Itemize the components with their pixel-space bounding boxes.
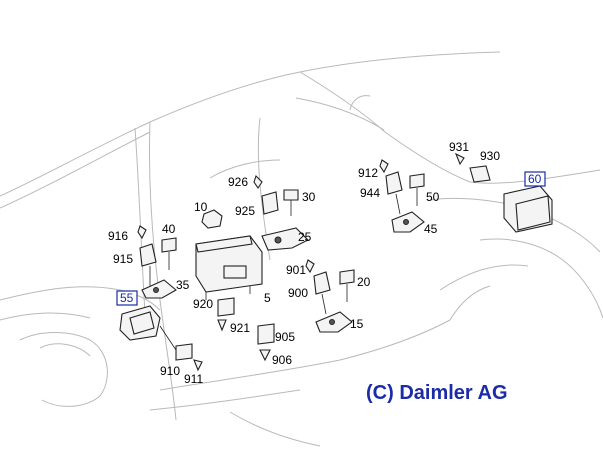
label-920: 920 [193,297,213,311]
label-35: 35 [176,278,190,292]
label-926: 926 [228,175,248,189]
label-20: 20 [357,275,371,289]
callout-labels: 5 10 15 20 25 30 35 40 45 50 55 60 900 9… [108,140,546,386]
bracket-35-group [137,225,177,299]
vehicle-outline [0,51,603,447]
label-905: 905 [275,330,295,344]
label-931: 931 [449,140,469,154]
bracket-25-group [253,174,309,251]
sensor-55-group [119,305,203,372]
label-901: 901 [286,263,306,277]
label-45: 45 [424,222,438,236]
label-60: 60 [528,172,542,186]
clips-920-905 [217,297,275,362]
label-10: 10 [194,200,208,214]
callout-box-60 [524,171,546,187]
label-911: 911 [184,372,203,386]
copyright-notice: (C) Daimler AG [366,382,508,404]
label-30: 30 [302,190,316,204]
label-40: 40 [162,222,176,236]
label-50: 50 [426,190,440,204]
label-944: 944 [360,186,380,200]
bracket-15-group [305,259,355,333]
control-unit-part [195,235,263,300]
label-930: 930 [480,149,500,163]
callout-box-55 [116,290,138,306]
label-15: 15 [350,317,364,331]
label-921: 921 [230,321,250,335]
label-900: 900 [288,286,308,300]
bracket-45-group [379,159,425,233]
label-55: 55 [120,291,134,305]
label-910: 910 [160,364,180,378]
label-5: 5 [264,291,271,305]
module-60-group [454,152,553,233]
label-915: 915 [113,252,133,266]
label-925: 925 [235,204,255,218]
label-912: 912 [358,166,378,180]
label-916: 916 [108,229,128,243]
label-25: 25 [298,230,312,244]
label-906: 906 [272,353,292,367]
nut-10 [201,209,223,229]
